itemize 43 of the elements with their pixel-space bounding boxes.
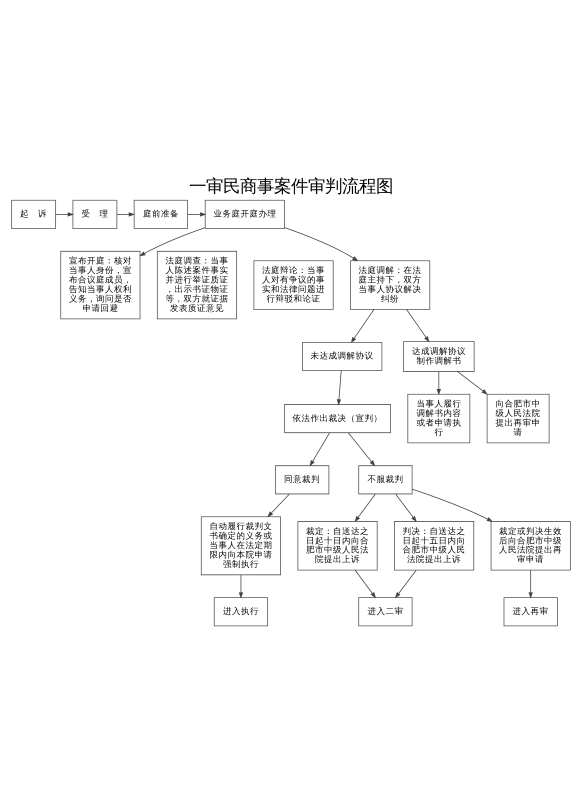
arrow	[412, 488, 494, 522]
arrow	[395, 493, 417, 522]
arrow	[238, 574, 244, 598]
arrow	[336, 370, 342, 406]
node-box: 判决：自送达之日起十五日内向合肥市中级人民法院提出上诉	[394, 520, 474, 570]
arrow	[267, 493, 290, 517]
arrow	[394, 569, 417, 598]
arrow	[55, 212, 74, 216]
arrow	[139, 226, 206, 256]
node-box: 未达成调解协议	[302, 342, 382, 371]
node-box: 法庭调解：在法庭主持下，双方当事人协议解决纠纷	[350, 260, 430, 310]
node-box: 裁定或判决生效后向合肥市中级人民法院提出再审申请	[490, 520, 571, 570]
node-box: 不服裁判	[358, 464, 413, 494]
arrow	[187, 212, 206, 216]
arrow	[406, 308, 430, 342]
arrow	[284, 226, 359, 261]
node-box: 进入执行	[214, 596, 268, 626]
node-box: 达成调解协议制作调解书	[403, 340, 475, 372]
arrow	[348, 432, 376, 466]
arrow	[354, 493, 376, 522]
arrow	[310, 432, 330, 466]
node-box: 当事人履行调解书内容或者申请执行	[407, 393, 470, 443]
node-box: 业务庭开庭办理	[204, 199, 285, 228]
node-box: 宣布开庭：核对当事人身份，宣布合议庭成员，告知当事人权利义务，询问是否申请回避	[60, 250, 140, 319]
diagram-title: 一审民商事案件审判流程图	[189, 176, 393, 197]
arrow	[436, 370, 442, 395]
node-box: 同意裁判	[275, 464, 330, 494]
arrow	[116, 212, 135, 216]
node-box: 自动履行裁判文书确定的义务或当事人在法定期限内向本院申请强制执行	[200, 516, 281, 575]
node-box: 进入二审	[358, 596, 413, 626]
node-box: 法庭调查：当事人陈述案件事实并进行举证质证，出示书证物证等，双方就证据发表质证意见	[156, 250, 238, 319]
arrow	[350, 308, 374, 343]
node-box: 向合肥市中级人民法院提出再审申请	[486, 393, 550, 443]
arrow	[457, 370, 488, 394]
node-box: 依法作出裁决（宣判）	[284, 404, 391, 433]
node-box: 裁定：自送达之日起十日内向合肥市中级人民法院提出上诉	[297, 520, 378, 570]
node-box: 庭前准备	[134, 199, 188, 228]
arrow	[528, 569, 533, 598]
node-box: 起 诉	[11, 199, 56, 228]
node-box: 进入再审	[504, 596, 558, 626]
arrow	[354, 569, 376, 598]
node-box: 受 理	[72, 199, 118, 228]
node-box: 法庭辩论：当事人对有争议的事实和法律问题进行辩驳和论证	[254, 260, 334, 310]
